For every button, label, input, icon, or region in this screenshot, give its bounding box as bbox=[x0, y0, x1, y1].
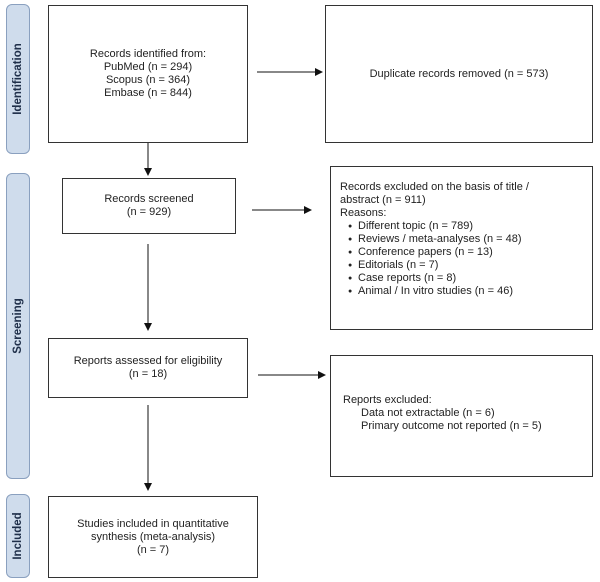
excluded-reason-item: Different topic (n = 789) bbox=[348, 220, 592, 233]
studies-included-line: synthesis (meta-analysis) bbox=[90, 530, 216, 543]
records-identified-pubmed: PubMed (n = 294) bbox=[103, 61, 193, 73]
phase-identification: Identification bbox=[6, 4, 30, 154]
excluded-reasons-label: Reasons: bbox=[340, 207, 387, 219]
records-identified-scopus: Scopus (n = 364) bbox=[105, 74, 191, 86]
reports-assessed-box: Reports assessed for eligibility (n = 18… bbox=[48, 338, 248, 398]
records-screened-count: (n = 929) bbox=[126, 206, 172, 218]
excluded-reasons-list: Different topic (n = 789) Reviews / meta… bbox=[340, 220, 592, 298]
studies-included-line: (n = 7) bbox=[136, 543, 170, 556]
records-identified-box: Records identified from: PubMed (n = 294… bbox=[48, 5, 248, 143]
excluded-reason-item: Conference papers (n = 13) bbox=[348, 246, 592, 259]
records-screened-label: Records screened bbox=[104, 193, 194, 205]
excluded-reason-item: Reviews / meta-analyses (n = 48) bbox=[348, 233, 592, 246]
records-screened-box: Records screened (n = 929) bbox=[62, 178, 236, 234]
phase-screening: Screening bbox=[6, 173, 30, 479]
records-identified-embase: Embase (n = 844) bbox=[104, 87, 192, 99]
excluded-reason-item: Animal / In vitro studies (n = 46) bbox=[348, 285, 592, 298]
reports-assessed-count: (n = 18) bbox=[128, 368, 168, 380]
excluded-title-abstract-line2: abstract (n = 911) bbox=[340, 194, 426, 206]
reports-excluded-box: Reports excluded: Data not extractable (… bbox=[330, 355, 593, 477]
reports-assessed-label: Reports assessed for eligibility bbox=[73, 355, 223, 367]
phase-included: Included bbox=[6, 494, 30, 578]
reports-excluded-reason: Primary outcome not reported (n = 5) bbox=[361, 420, 542, 432]
records-identified-heading: Records identified from: bbox=[89, 48, 207, 60]
phase-identification-label: Identification bbox=[12, 43, 24, 115]
reports-excluded-reason: Data not extractable (n = 6) bbox=[361, 407, 495, 419]
excluded-title-abstract-box: Records excluded on the basis of title /… bbox=[330, 166, 593, 330]
studies-included-line: Studies included in quantitative bbox=[77, 517, 229, 530]
phase-screening-label: Screening bbox=[12, 298, 24, 354]
reports-excluded-heading: Reports excluded: bbox=[343, 394, 432, 406]
duplicates-removed-box: Duplicate records removed (n = 573) bbox=[325, 5, 593, 143]
excluded-reason-item: Editorials (n = 7) bbox=[348, 259, 592, 272]
excluded-reason-item: Case reports (n = 8) bbox=[348, 272, 592, 285]
duplicates-removed-text: Duplicate records removed (n = 573) bbox=[369, 67, 549, 80]
studies-included-box: Studies included in quantitative synthes… bbox=[48, 496, 258, 578]
phase-included-label: Included bbox=[12, 512, 24, 560]
excluded-title-abstract-line1: Records excluded on the basis of title / bbox=[340, 181, 529, 193]
